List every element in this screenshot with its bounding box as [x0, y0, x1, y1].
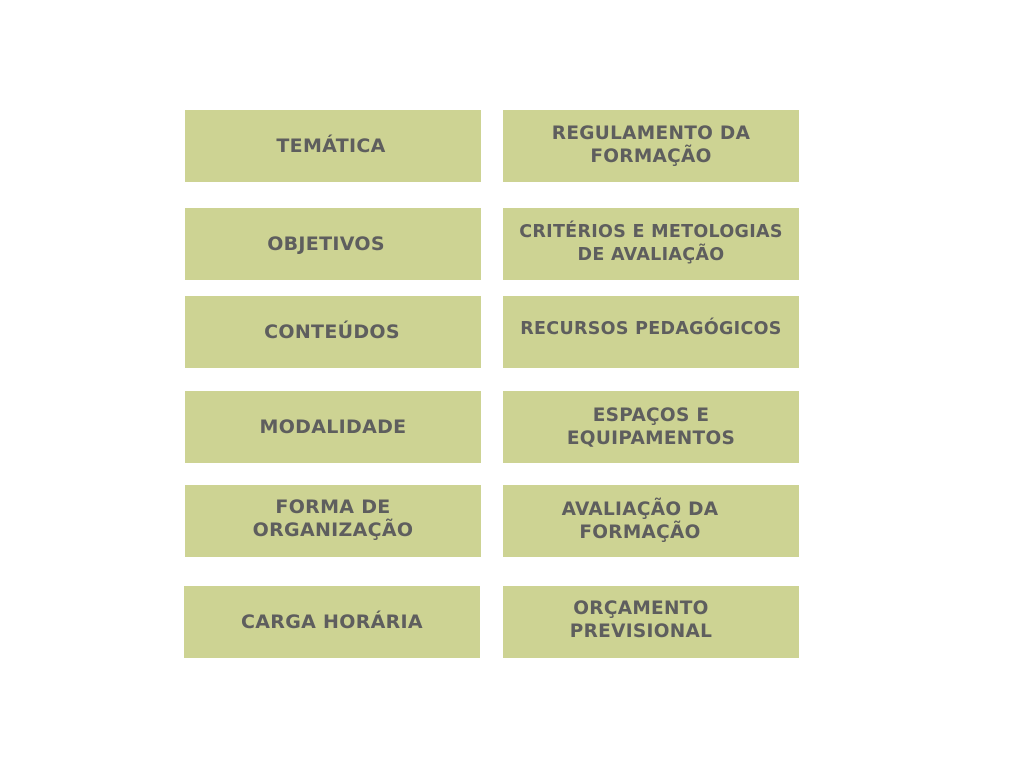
box-label: RECURSOS PEDAGÓGICOS [520, 318, 782, 339]
box-label: AVALIAÇÃO DA FORMAÇÃO [561, 499, 719, 543]
box-modalidade: MODALIDADE [185, 391, 481, 463]
box-carga-horaria: CARGA HORÁRIA [184, 586, 480, 658]
box-orcamento-previsional: ORÇAMENTO PREVISIONAL [503, 586, 799, 658]
box-label: OBJETIVOS [267, 232, 385, 255]
box-label: MODALIDADE [259, 415, 407, 438]
box-espacos-e-equipamentos: ESPAÇOS E EQUIPAMENTOS [503, 391, 799, 463]
box-avaliacao-da-formacao: AVALIAÇÃO DA FORMAÇÃO [503, 485, 799, 557]
box-tematica: TEMÁTICA [185, 110, 481, 182]
box-label: TEMÁTICA [276, 134, 386, 157]
box-recursos-pedagogicos: RECURSOS PEDAGÓGICOS [503, 296, 799, 368]
box-conteudos: CONTEÚDOS [185, 296, 481, 368]
box-objetivos: OBJETIVOS [185, 208, 481, 280]
box-label: FORMA DE ORGANIZAÇÃO [252, 496, 414, 541]
box-label: ESPAÇOS E EQUIPAMENTOS [566, 405, 736, 449]
box-label: CONTEÚDOS [264, 320, 400, 343]
box-criterios-e-metologias: CRITÉRIOS E METOLOGIAS DE AVALIAÇÃO [503, 208, 799, 280]
box-label: CRITÉRIOS E METOLOGIAS DE AVALIAÇÃO [519, 222, 783, 265]
box-label: CARGA HORÁRIA [241, 610, 423, 633]
box-forma-de-organizacao: FORMA DE ORGANIZAÇÃO [185, 485, 481, 557]
box-label: REGULAMENTO DA FORMAÇÃO [551, 123, 751, 167]
box-label: ORÇAMENTO PREVISIONAL [569, 598, 713, 642]
box-regulamento-da-formacao: REGULAMENTO DA FORMAÇÃO [503, 110, 799, 182]
